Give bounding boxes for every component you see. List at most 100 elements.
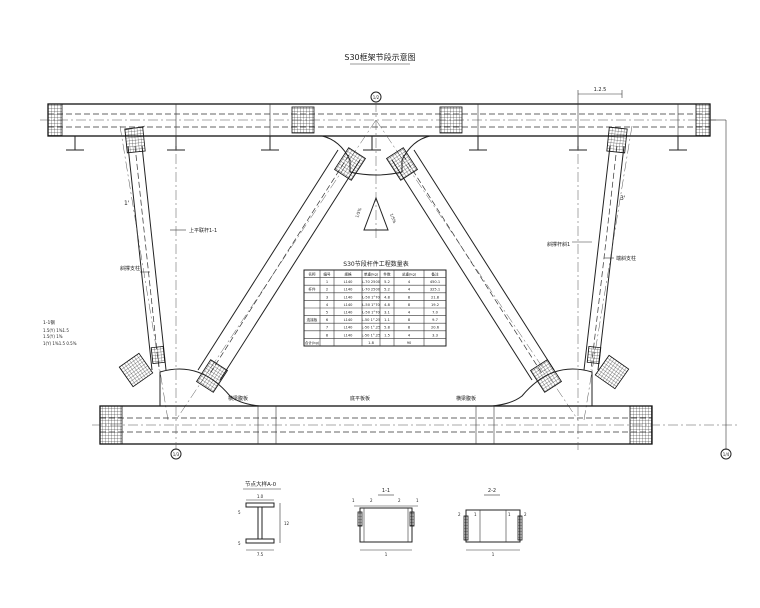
table-cell: L-70 2500 <box>362 280 381 284</box>
svg-text:1: 1 <box>474 512 477 517</box>
node-left-marker: 1/3 <box>170 448 182 460</box>
table-cell: 90 <box>407 341 412 345</box>
table-cell: L-50 1°.25 <box>362 326 381 330</box>
table-header-cell: 名称 <box>308 271 316 276</box>
table-cell: 1.5 <box>384 333 390 337</box>
table-cell: 1.8 <box>368 341 374 345</box>
detail-i-beam: 节点大样A-0 1.0 12 7.5 5 5 <box>238 480 290 557</box>
svg-text:横梁腹板: 横梁腹板 <box>228 395 248 402</box>
table-cell: L140 <box>344 295 354 299</box>
table-cell: 9.7 <box>432 318 438 322</box>
table-cell: L140 <box>344 303 354 307</box>
svg-text:5: 5 <box>238 510 241 515</box>
table-cell: 3.1 <box>384 310 390 314</box>
svg-text:2: 2 <box>524 512 527 517</box>
svg-text:端斜支柱: 端斜支柱 <box>616 255 636 262</box>
left-side-brace: 1' 上平联杆1-1 斜撑支柱 <box>118 125 217 421</box>
svg-text:1': 1' <box>124 200 130 207</box>
table-cell: L-50 1°.25 <box>362 333 381 337</box>
table-cell: 3.3 <box>432 333 438 337</box>
svg-text:5: 5 <box>238 541 241 546</box>
table-cell: L-50 1°70 <box>362 303 380 307</box>
svg-text:1: 1 <box>492 552 495 557</box>
table-cell: 合计(kg) <box>305 340 320 345</box>
table-cell: L140 <box>344 318 354 322</box>
svg-text:2: 2 <box>458 512 461 517</box>
svg-text:1/5%: 1/5% <box>389 213 397 225</box>
table-header-cell: 编号 <box>323 271 331 276</box>
svg-text:1(Y) 1%1.5 0.5%: 1(Y) 1%1.5 0.5% <box>43 341 77 346</box>
table-header-cell: 件数 <box>383 271 391 276</box>
svg-text:1: 1 <box>352 498 355 503</box>
table-cell: L-70 2500 <box>362 288 381 292</box>
table-header-cell: 规格 <box>344 271 352 276</box>
table-cell: 连接板 <box>307 317 318 322</box>
table-cell: 4 <box>408 280 411 284</box>
table-header-cell: 备注 <box>431 271 439 276</box>
svg-text:2: 2 <box>370 498 373 503</box>
svg-text:1-1: 1-1 <box>382 488 390 494</box>
svg-text:1.5(Y) 1%1.5: 1.5(Y) 1%1.5 <box>43 328 69 333</box>
table-cell: 21.8 <box>431 295 440 299</box>
svg-text:节点大样A-0: 节点大样A-0 <box>245 480 277 488</box>
table-cell: L-50 1°70 <box>362 295 380 299</box>
table-cell: 450.1 <box>430 280 440 284</box>
bottom-chord: 横梁腹板 底平板板 横梁腹板 <box>92 368 740 445</box>
table-cell: 6 <box>326 318 329 322</box>
table-cell: L140 <box>344 280 354 284</box>
svg-text:上平联杆1-1: 上平联杆1-1 <box>189 227 217 234</box>
right-side-brace: 3' 斜撑杆斜1 端斜支柱 <box>547 125 636 421</box>
svg-text:斜撑支柱: 斜撑支柱 <box>120 265 140 272</box>
table-title: S30节段杆件工程数量表 <box>343 260 408 268</box>
svg-text:3': 3' <box>620 195 626 202</box>
top-chord: 1.2.5 <box>40 87 718 151</box>
svg-text:1.0: 1.0 <box>257 494 264 499</box>
table-cell: 杆件 <box>308 287 316 292</box>
table-cell: 8 <box>408 318 411 322</box>
svg-text:2-2: 2-2 <box>488 488 496 494</box>
table-cell: L-50 1°.25 <box>362 318 381 322</box>
svg-text:斜撑杆斜1: 斜撑杆斜1 <box>547 241 570 248</box>
table-cell: 8 <box>408 326 411 330</box>
table-cell: 4 <box>408 288 411 292</box>
svg-text:7.5: 7.5 <box>257 552 264 557</box>
table-cell: 19.2 <box>431 303 439 307</box>
table-cell: 5.8 <box>384 326 390 330</box>
table-cell: 5.2 <box>384 280 390 284</box>
table-cell: 1 <box>326 280 328 284</box>
detail-section-1-1: 1-1 1 2 2 1 1 <box>352 488 419 557</box>
svg-text:1/2: 1/2 <box>373 95 380 100</box>
svg-text:底平板板: 底平板板 <box>350 395 370 402</box>
table-cell: L140 <box>344 310 354 314</box>
table-header-cell: 单重(kg) <box>364 271 379 276</box>
svg-text:横梁腹板: 横梁腹板 <box>456 395 476 402</box>
svg-text:1-1钢: 1-1钢 <box>43 319 55 326</box>
svg-text:1: 1 <box>385 552 388 557</box>
dim-top-right: 1.2.5 <box>594 87 607 93</box>
table-cell: 1.1 <box>384 318 390 322</box>
table-cell: 4 <box>408 310 411 314</box>
table-cell: 5.2 <box>384 288 390 292</box>
table-cell: 5 <box>326 310 328 314</box>
left-diagonal <box>175 119 377 421</box>
svg-text:1: 1 <box>508 512 511 517</box>
table-cell: 2 <box>326 288 328 292</box>
table-cell: 4 <box>326 303 329 307</box>
svg-text:1: 1 <box>416 498 419 503</box>
table-cell: L140 <box>344 326 354 330</box>
drawing-title: S30框架节段示意图 <box>344 52 415 62</box>
svg-text:1/3: 1/3 <box>173 452 180 457</box>
detail-section-2-2: 2-2 2 1 1 2 1 <box>458 488 527 557</box>
table-cell: 8 <box>408 303 411 307</box>
table-cell: 3 <box>326 295 328 299</box>
svg-text:1.5(Y) 1%: 1.5(Y) 1% <box>43 334 63 339</box>
svg-text:1/4: 1/4 <box>723 452 730 457</box>
table-cell: 4 <box>408 333 411 337</box>
table-cell: 20.6 <box>431 326 440 330</box>
table-cell: 4.8 <box>384 303 390 307</box>
node-top-marker: 1/2 <box>370 91 382 240</box>
table-cell: 325.1 <box>430 288 440 292</box>
svg-text:1/5%: 1/5% <box>354 207 362 219</box>
